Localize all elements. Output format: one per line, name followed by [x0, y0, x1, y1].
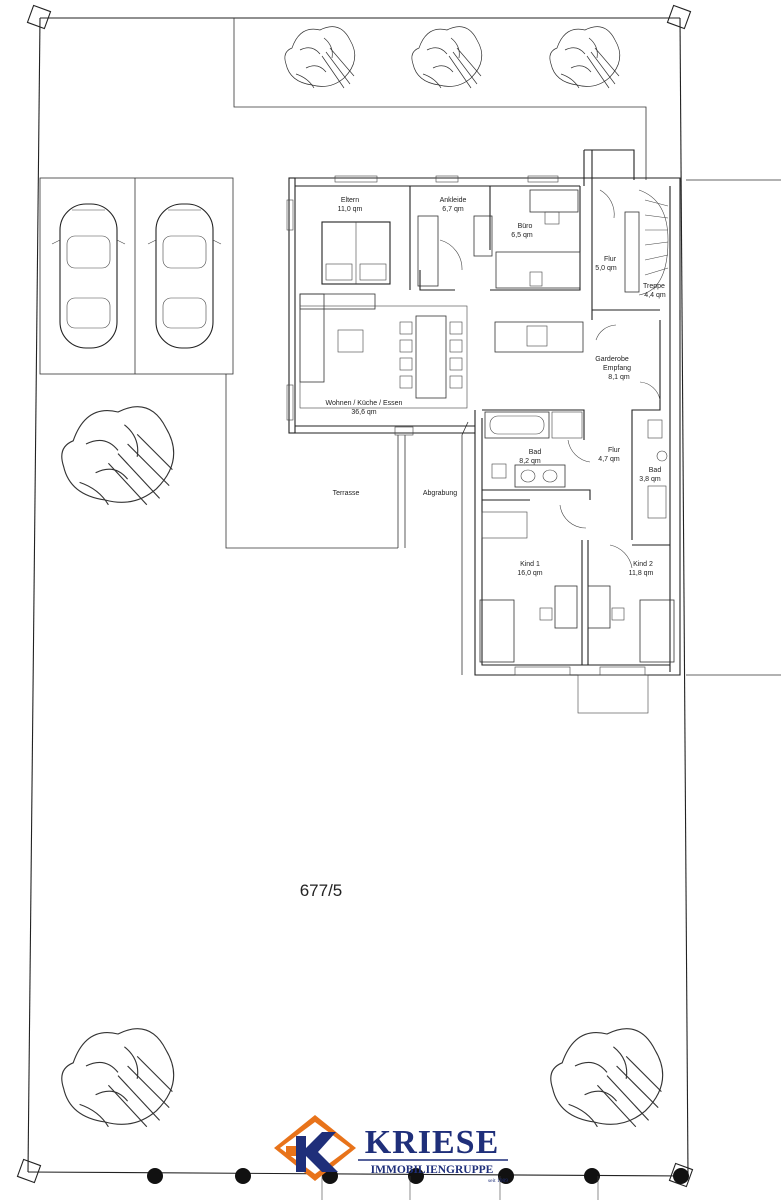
room-bad-small-name: Bad [649, 467, 662, 474]
car-icon [51, 203, 126, 349]
room-buero-area: 6,5 qm [511, 232, 533, 239]
plot-boundary [16, 4, 694, 1188]
room-flur-top-name: Flur [604, 256, 617, 263]
room-flur-top-area: 5,0 qm [595, 265, 617, 272]
room-kind2-name: Kind 2 [633, 561, 653, 568]
tree-icon [284, 26, 356, 89]
tree-icon [411, 26, 483, 89]
room-treppe-name: Treppe [643, 283, 665, 290]
windows [286, 175, 649, 714]
room-wohnen-name: Wohnen / Küche / Essen [326, 400, 403, 407]
room-garderobe-name: Garderobe [595, 356, 629, 363]
room-wohnen-area: 36,6 qm [351, 409, 376, 416]
fence-posts [147, 1168, 689, 1200]
logo-subtitle: IMMOBILIENGRUPPE [371, 1164, 494, 1176]
room-garderobe-name2: Empfang [603, 365, 631, 372]
room-garderobe-area: 8,1 qm [608, 374, 630, 381]
logo-name: KRIESE [365, 1124, 500, 1161]
logo-emblem-icon [274, 1115, 356, 1181]
room-buero-name: Büro [518, 223, 533, 230]
room-eltern-area: 11,0 qm [338, 206, 363, 213]
tree-icon [549, 26, 621, 89]
room-kind2-area: 11,8 qm [629, 570, 654, 577]
building-walls [288, 149, 681, 676]
furniture [299, 189, 675, 663]
hedge-area [233, 18, 781, 676]
room-treppe-area: 4,4 qm [644, 292, 666, 299]
room-kind1-name: Kind 1 [520, 561, 540, 568]
room-ankleide-area: 6,7 qm [442, 206, 464, 213]
room-bad-main-area: 8,2 qm [519, 458, 541, 465]
company-logo: KRIESE IMMOBILIENGRUPPE seit 1989 [274, 1115, 508, 1184]
room-bad-main-name: Bad [529, 449, 542, 456]
room-eltern-name: Eltern [341, 197, 359, 204]
car-icon [147, 203, 222, 349]
parking [39, 177, 234, 375]
stairs [624, 189, 669, 296]
tree-icon [61, 1028, 175, 1128]
room-ankleide-name: Ankleide [440, 197, 467, 204]
tree-icon [550, 1028, 664, 1128]
door-swings [439, 189, 661, 569]
room-kind1-area: 16,0 qm [517, 570, 542, 577]
room-flur-mid-area: 4,7 qm [598, 456, 620, 463]
logo-since: seit 1989 [488, 1178, 508, 1184]
tree-icon [61, 406, 175, 506]
terrace-area [225, 374, 469, 675]
room-flur-mid-name: Flur [608, 447, 621, 454]
room-bad-small-area: 3,8 qm [639, 476, 661, 483]
terrasse-label: Terrasse [333, 490, 360, 497]
abgrabung-label: Abgrabung [423, 490, 457, 497]
room-labels: Eltern 11,0 qm Ankleide 6,7 qm Büro 6,5 … [326, 197, 666, 577]
parcel-number: 677/5 [300, 881, 343, 900]
